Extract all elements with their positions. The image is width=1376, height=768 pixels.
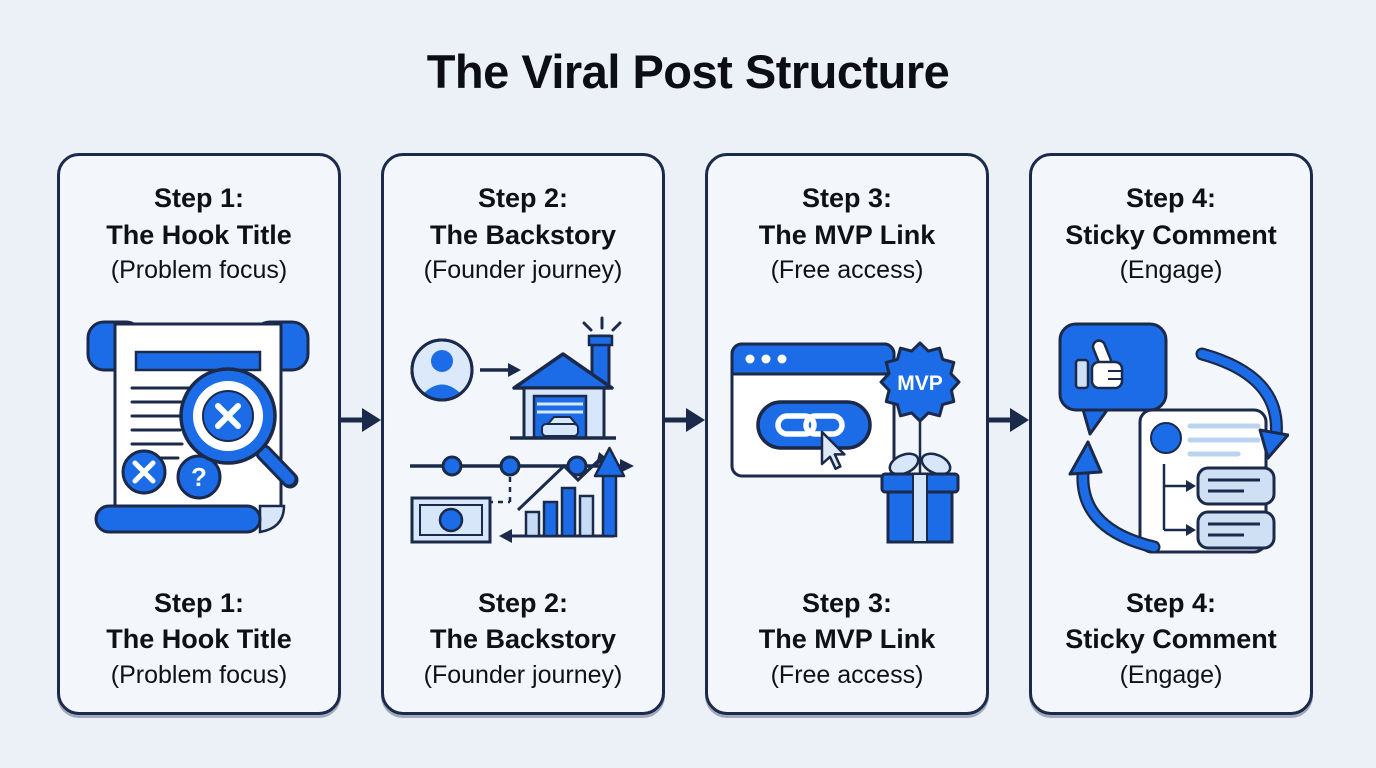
- link-button-icon: [755, 399, 872, 450]
- banknote-icon: [410, 496, 491, 543]
- thread-branch-lines: [1162, 463, 1186, 531]
- growth-chart-icon: [498, 446, 625, 543]
- scroll-magnifier-icon: ?: [86, 320, 309, 533]
- founder-journey-timeline-icon: [409, 316, 634, 543]
- step-1-title: The Hook Title: [106, 219, 292, 250]
- step-2-subtitle: (Founder journey): [423, 256, 623, 285]
- browser-link-gift-icon: MVP: [730, 341, 960, 543]
- step-2-label: Step 2:: [477, 183, 569, 213]
- step-4-subtitle: (Engage): [1119, 661, 1223, 689]
- step-2-heading-bottom: Step 2: The Backstory (Founder journey): [424, 585, 623, 692]
- arrow-right-icon: [989, 408, 1029, 432]
- step-card-1: Step 1: The Hook Title (Problem focus): [57, 153, 341, 715]
- step-3-title: The MVP Link: [758, 624, 936, 655]
- thumbs-up-bubble-icon: [1058, 322, 1167, 435]
- page-title: The Viral Post Structure: [426, 45, 950, 98]
- comment-replies-cycle-icon: [1058, 322, 1289, 553]
- step-2-subtitle: (Founder journey): [423, 661, 623, 689]
- text-lines-icon: [130, 386, 195, 459]
- step-1-label: Step 1:: [153, 183, 245, 213]
- step-3-label: Step 3:: [801, 183, 893, 213]
- step-4-heading-top: Step 4: Sticky Comment (Engage): [1065, 180, 1277, 287]
- reply-box-icon: [1196, 466, 1275, 505]
- arrow-right-icon: [665, 408, 705, 432]
- step-2-title: The Backstory: [429, 219, 617, 250]
- step-4-label: Step 4:: [1125, 587, 1217, 618]
- timeline-icon: [409, 455, 634, 503]
- cycle-arrow-down-icon: [1195, 347, 1289, 459]
- step-4-heading-bottom: Step 4: Sticky Comment (Engage): [1065, 585, 1277, 692]
- step-3-title: The MVP Link: [758, 219, 936, 250]
- garage-building-icon: [509, 316, 621, 440]
- magnifier-icon: [178, 366, 298, 488]
- step-card-2: Step 2: The Backstory (Founder journey): [381, 153, 665, 715]
- step-2-label: Step 2:: [477, 587, 569, 618]
- step-1-heading-top: Step 1: The Hook Title (Problem focus): [106, 180, 292, 287]
- cycle-arrow-up-icon: [1068, 440, 1160, 553]
- reply-box-icon: [1196, 510, 1275, 549]
- scroll-fold: [258, 504, 285, 533]
- person-avatar-icon: [410, 338, 473, 401]
- mvp-badge-label: MVP: [897, 372, 943, 395]
- step-4-subtitle: (Engage): [1119, 256, 1223, 285]
- step-4-label: Step 4:: [1125, 183, 1217, 213]
- step-3-heading-top: Step 3: The MVP Link (Free access): [759, 180, 936, 287]
- step-3-subtitle: (Free access): [770, 661, 924, 689]
- cross-circle-icon: [121, 449, 166, 494]
- step-card-3: Step 3: The MVP Link (Free access) MVP: [705, 153, 989, 715]
- step-1-subtitle: (Problem focus): [110, 256, 288, 285]
- step-4-title: Sticky Comment: [1065, 219, 1277, 250]
- step-card-4: Step 4: Sticky Comment (Engage): [1029, 153, 1313, 715]
- gift-box-icon: [880, 452, 959, 543]
- step-2-heading-top: Step 2: The Backstory (Founder journey): [424, 180, 623, 287]
- step-3-heading-bottom: Step 3: The MVP Link (Free access): [759, 585, 936, 692]
- step-1-title: The Hook Title: [106, 624, 292, 655]
- mvp-badge-icon: MVP: [879, 341, 960, 422]
- sparkle-icon: [582, 316, 621, 331]
- step-2-title: The Backstory: [429, 624, 617, 655]
- arrow-right-icon: [341, 408, 381, 432]
- step-1-heading-bottom: Step 1: The Hook Title (Problem focus): [106, 585, 292, 692]
- comment-document-icon: [1138, 408, 1275, 553]
- arrow-right-icon: [479, 362, 521, 377]
- step-1-label: Step 1:: [153, 587, 245, 618]
- step-1-subtitle: (Problem focus): [110, 661, 288, 689]
- text-lines-icon: [1187, 423, 1260, 456]
- step-3-subtitle: (Free access): [770, 256, 924, 285]
- step-4-title: Sticky Comment: [1065, 624, 1277, 655]
- question-circle-icon: ?: [176, 454, 221, 499]
- step-3-label: Step 3:: [801, 587, 893, 618]
- cursor-icon: [820, 430, 846, 470]
- svg-text:?: ?: [191, 462, 207, 492]
